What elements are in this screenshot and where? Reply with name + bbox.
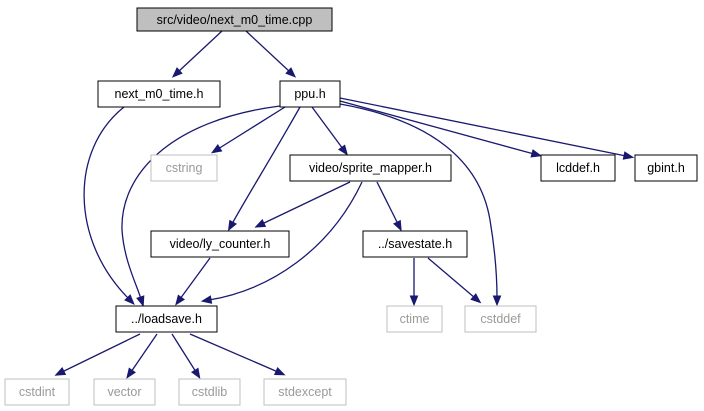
edge-ppu-to-loadsave [121, 105, 281, 300]
edge-ppu-to-sprite-mapper [311, 106, 344, 150]
edge-sprite-mapper-to-savestate [376, 181, 399, 225]
node-sprite-mapper-h[interactable]: video/sprite_mapper.h [289, 154, 452, 182]
node-cstdlib-label: cstdlib [192, 385, 227, 399]
edge-loadsave-to-cstdint [61, 333, 141, 373]
arrowhead [126, 367, 136, 379]
node-loadsave-h[interactable]: ../loadsave.h [115, 305, 218, 333]
arrowhead [171, 67, 183, 78]
edge-ppu-to-ly-counter [231, 106, 301, 225]
arrowhead [273, 367, 286, 376]
node-ly-counter-h-label: video/ly_counter.h [170, 237, 271, 251]
node-vector-label: vector [107, 385, 141, 399]
node-cstring: cstring [150, 154, 218, 182]
arrowhead [54, 367, 67, 376]
graph-nodes: src/video/next_m0_time.cpp next_m0_time.… [4, 7, 698, 406]
node-cstdint-label: cstdint [19, 385, 56, 399]
node-loadsave-h-label: ../loadsave.h [131, 312, 202, 326]
node-stdexcept-label: stdexcept [278, 385, 332, 399]
arrowhead [393, 219, 402, 232]
node-cstring-label: cstring [166, 161, 203, 175]
node-gbint-h-label: gbint.h [647, 161, 685, 175]
node-root-file-label: src/video/next_m0_time.cpp [157, 13, 313, 27]
edge-ppu-to-cstring [217, 106, 286, 150]
node-root-file[interactable]: src/video/next_m0_time.cpp [136, 7, 333, 32]
arrowhead [175, 294, 185, 306]
node-gbint-h[interactable]: gbint.h [634, 154, 698, 182]
edge-loadsave-to-cstdlib [171, 333, 197, 373]
node-next-m0-time-h-label: next_m0_time.h [115, 87, 204, 101]
arrowhead [210, 144, 223, 154]
edge-ppu-to-gbint [339, 97, 627, 157]
node-ly-counter-h[interactable]: video/ly_counter.h [150, 230, 290, 258]
arrowhead [622, 151, 635, 160]
node-savestate-h[interactable]: ../savestate.h [362, 230, 468, 258]
node-next-m0-time-h[interactable]: next_m0_time.h [97, 80, 221, 108]
node-vector: vector [93, 378, 156, 406]
dependency-edges [61, 30, 627, 373]
arrowhead [492, 295, 502, 307]
arrowhead [136, 295, 145, 307]
edge-ly-counter-to-loadsave [179, 257, 211, 300]
node-ppu-h[interactable]: ppu.h [279, 80, 341, 108]
node-cstdint: cstdint [4, 378, 70, 406]
edge-root-to-next-m0-time [177, 30, 223, 73]
node-savestate-h-label: ../savestate.h [378, 237, 452, 251]
arrowhead [530, 149, 543, 158]
node-cstddef-label: cstddef [480, 312, 521, 326]
node-stdexcept: stdexcept [263, 378, 347, 406]
edge-root-to-ppu [245, 30, 291, 73]
arrowhead [470, 293, 482, 304]
edge-sprite-mapper-to-loadsave [208, 181, 363, 301]
arrowhead [338, 144, 349, 156]
arrowhead [200, 295, 213, 304]
edge-sprite-mapper-to-ly-counter [261, 181, 351, 225]
edge-next-m0-time-to-loadsave [83, 106, 130, 300]
node-cstddef: cstddef [464, 305, 537, 333]
edge-ppu-to-lcddef [339, 100, 535, 155]
edge-ppu-to-cstddef [339, 103, 498, 299]
edge-savestate-to-cstddef [427, 257, 476, 299]
node-ctime: ctime [386, 305, 443, 333]
node-lcddef-h[interactable]: lcddef.h [540, 154, 616, 182]
arrowhead [285, 67, 297, 78]
node-lcddef-h-label: lcddef.h [556, 161, 600, 175]
edge-loadsave-to-stdexcept [189, 333, 279, 373]
node-ctime-label: ctime [400, 312, 430, 326]
dependency-arrowheads [54, 67, 635, 380]
arrowhead [227, 219, 237, 232]
node-sprite-mapper-h-label: video/sprite_mapper.h [309, 161, 432, 175]
edge-loadsave-to-vector [130, 333, 158, 373]
arrowhead [191, 367, 201, 380]
node-ppu-h-label: ppu.h [294, 87, 325, 101]
node-cstdlib: cstdlib [178, 378, 241, 406]
arrowhead [124, 294, 135, 305]
arrowhead [409, 295, 419, 307]
arrowhead [254, 219, 267, 228]
